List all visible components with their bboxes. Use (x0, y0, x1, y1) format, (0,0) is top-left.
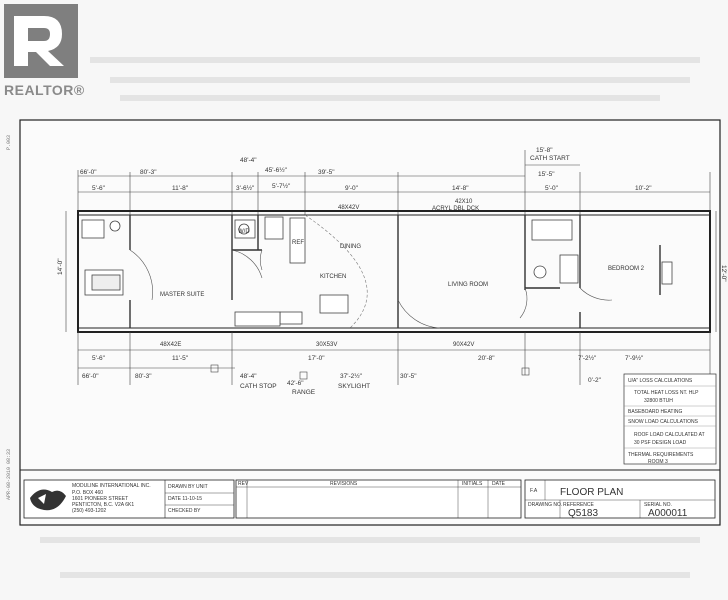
dim-top-r2-2: 11'-8" (172, 185, 189, 192)
dim-bottom-r2-7: 0'-2" (588, 377, 602, 384)
room-kitchen: KITCHEN (320, 274, 346, 280)
note-7: 30 PSF DESIGN LOAD (634, 440, 687, 446)
note-5: SNOW LOAD CALCULATIONS (628, 419, 699, 425)
sheet-code: F.A (530, 488, 538, 494)
drawing-date: DATE 11-10-15 (168, 496, 202, 502)
dim-bottom-r2-5: 37'-2½" (340, 372, 363, 380)
moduline-logo-icon (30, 489, 66, 511)
window-master-bottom: 48X42E (160, 342, 181, 348)
dim-bottom-r2-3: 48'-4" (240, 373, 257, 380)
label-wd: W/D (238, 229, 250, 235)
dim-right: 12'-0" (720, 265, 727, 282)
kitchen-island (319, 294, 349, 314)
revisions-col: REVISIONS (330, 481, 358, 487)
dim-top-r2-4: 5'-7½" (272, 182, 291, 190)
dim-top-r2-6: 14'-8" (452, 185, 469, 192)
company-addr-2: 1601 PIONEER STREET (72, 496, 128, 502)
reference-label: REFERENCE (563, 502, 595, 508)
date-col: DATE (492, 481, 506, 487)
dim-top-r2-1: 5'-6" (92, 185, 106, 192)
dim-top-r2-9: 15'-5" (538, 171, 555, 178)
range-label: RANGE (292, 389, 316, 396)
plan-title: FLOOR PLAN (560, 487, 623, 498)
drawn-by: DRAWN BY UNIT (168, 484, 208, 490)
room-dining: DINING (340, 244, 361, 250)
dim-top-r2-5: 9'-0" (345, 185, 359, 192)
company-addr-4: (250) 493-1202 (72, 508, 106, 514)
window-dining: 48X42V (338, 205, 359, 211)
room-living: LIVING ROOM (448, 282, 488, 288)
refrigerator (289, 217, 306, 264)
notes-box (623, 373, 717, 465)
note-9: ROOM 3 (648, 459, 668, 465)
drawing-number: Q5183 (568, 508, 598, 519)
note-3: 32800 BTUH (644, 398, 673, 404)
dim-bottom-r2-1: 66'-0" (82, 373, 99, 380)
dim-top-4: 45'-6½" (265, 166, 288, 174)
bath2-toilet (533, 265, 547, 279)
master-toilet (109, 220, 121, 232)
window-living-acryl: ACRYL DBL DCK (432, 206, 479, 212)
note-6: ROOF LOAD CALCULATED AT (634, 432, 705, 438)
note-1: U/A" LOSS CALCULATIONS (628, 378, 693, 384)
company-addr-1: P.O. BOX 460 (72, 490, 103, 496)
window-kitchen-bottom: 30X53V (316, 342, 337, 348)
window-living-bottom: 90X42V (453, 342, 474, 348)
cath-stop: CATH STOP (240, 383, 277, 390)
drawing-border (19, 119, 721, 526)
realtor-logo: REALTOR® (4, 4, 84, 98)
company-name: MODULINE INTERNATIONAL INC. (72, 483, 151, 489)
note-4: BASEBOARD HEATING (628, 409, 682, 415)
note-2: TOTAL HEAT LOSS NT. HLP (634, 390, 699, 396)
room-master-suite: MASTER SUITE (160, 292, 204, 298)
skylight-label: SKYLIGHT (338, 383, 370, 390)
room-bedroom-2: BEDROOM 2 (608, 266, 645, 272)
dim-bottom-r2-6: 30'-5" (400, 373, 417, 380)
range (279, 311, 303, 325)
dim-bottom-6: 7'-9½" (625, 354, 644, 362)
title-block (524, 479, 716, 519)
dim-bottom-r2-2: 80'-3" (135, 373, 152, 380)
realtor-text: REALTOR® (4, 82, 85, 98)
dim-top-5: 39'-5" (318, 169, 335, 176)
exterior-walls (77, 210, 711, 333)
rev-col: REV (238, 481, 249, 487)
dim-top-2: 80'-3" (140, 169, 157, 176)
checked-by: CHECKED BY (168, 508, 201, 514)
dim-bottom-3: 17'-0" (308, 355, 325, 362)
dim-top-r2-3: 3'-6½" (236, 184, 255, 192)
cath-start: CATH START (530, 155, 570, 162)
dim-top-r2-7: 5'-0" (545, 185, 559, 192)
closet (661, 261, 673, 285)
dim-bottom-5: 7'-2½" (578, 354, 597, 362)
company-addr-3: PENTICTON, B.C. V2A 6K1 (72, 502, 134, 508)
label-ref: REF (292, 240, 304, 246)
dim-bottom-1: 5'-6" (92, 355, 106, 362)
dim-top-3: 48'-4" (240, 157, 257, 164)
drawing-no-label: DRAWING NO. (528, 502, 562, 508)
dim-bottom-2: 11'-5" (172, 355, 189, 362)
dim-left: 14'-0" (57, 258, 64, 275)
serial-number: A000011 (648, 508, 688, 519)
dim-top-6: 15'-8" (536, 147, 553, 154)
serial-label: SERIAL NO. (644, 502, 672, 508)
note-8: THERMAL REQUIREMENTS (628, 452, 694, 458)
dim-bottom-r2-4: 42'-6" (287, 380, 304, 387)
revisions-block (235, 479, 522, 519)
dim-bottom-4: 20'-8" (478, 355, 495, 362)
realtor-r-icon (4, 4, 78, 78)
dim-top-1: 66'-0" (80, 169, 97, 176)
window-living-top: 42X10 (455, 199, 473, 205)
initials-col: INITIALS (462, 481, 483, 487)
dim-top-r2-8: 10'-2" (635, 185, 652, 192)
master-tub (81, 219, 105, 239)
bath2-tub (531, 219, 573, 241)
